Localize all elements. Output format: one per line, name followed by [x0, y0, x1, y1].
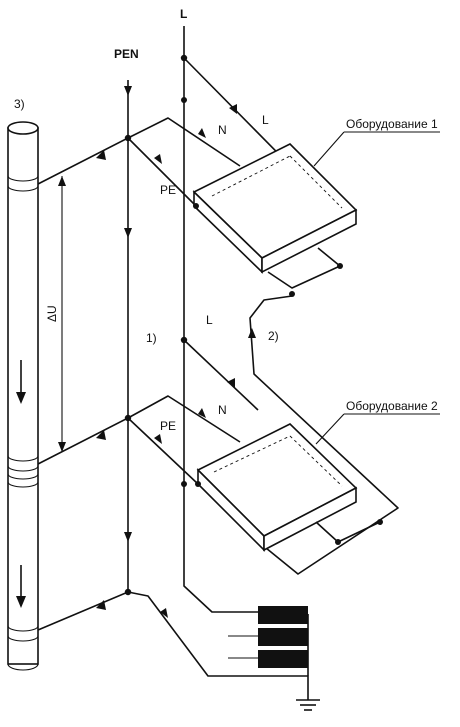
equipment-1-leader: [313, 131, 440, 167]
path2-wire: [249, 295, 399, 575]
n-wire-equip1: [127, 117, 241, 167]
pipe-clamp-top: [7, 175, 39, 192]
l-junction-bottom: [181, 481, 187, 487]
pipe-current-arrowhead-upper: [16, 392, 26, 404]
pen-bottom-return: [37, 591, 129, 631]
l-junction-lower: [180, 336, 188, 344]
pe-wire-equip2: [127, 417, 199, 485]
ground-symbol: [296, 699, 320, 711]
equipment-2-box: [196, 423, 358, 552]
l-feed-equip2: [183, 339, 259, 411]
equipment-2-label: Оборудование 2: [346, 399, 438, 413]
path1-label: 1): [146, 331, 157, 345]
l-conductor: [183, 26, 258, 613]
n-wire-equip2: [127, 395, 241, 443]
equip1-bond-path: [267, 247, 341, 289]
n2-label: N: [218, 403, 227, 417]
l-junction-mid: [181, 97, 187, 103]
pipe-joint: [7, 473, 39, 488]
pe2-label: PE: [160, 419, 176, 433]
n1-label: N: [218, 123, 227, 137]
pe1-label: PE: [160, 183, 176, 197]
equipment-1-box: [192, 143, 358, 274]
equipment-1-label: Оборудование 1: [346, 117, 438, 131]
metal-pipe: [7, 121, 39, 671]
earth-electrodes: [228, 606, 309, 676]
pen-junction-bottom: [124, 588, 132, 596]
pen-to-pipe-middle: [37, 417, 129, 465]
pen-to-pipe-upper: [37, 137, 129, 185]
pipe-label: 3): [14, 97, 25, 111]
pe-wire-equip1: [127, 137, 197, 207]
equipment-2-leader: [315, 413, 440, 445]
l1-label: L: [262, 113, 269, 127]
pen-to-earth: [127, 591, 309, 700]
pipe-current-arrowhead-lower: [16, 596, 26, 608]
equip2-bond-path: [315, 521, 381, 543]
l-top-label: L: [180, 7, 187, 21]
delta-u-label: ΔU: [45, 305, 59, 322]
pipe-clamp-middle: [7, 455, 39, 472]
path2-label: 2): [268, 329, 279, 343]
pen-junction-upper: [124, 134, 132, 142]
l-junction-upper: [180, 54, 188, 62]
pen-label: PEN: [114, 47, 139, 61]
pen-junction-lower: [124, 414, 132, 422]
l2-label: L: [206, 313, 213, 327]
delta-u-dimension: [58, 176, 66, 452]
pipe-clamp-bottom: [7, 625, 39, 642]
